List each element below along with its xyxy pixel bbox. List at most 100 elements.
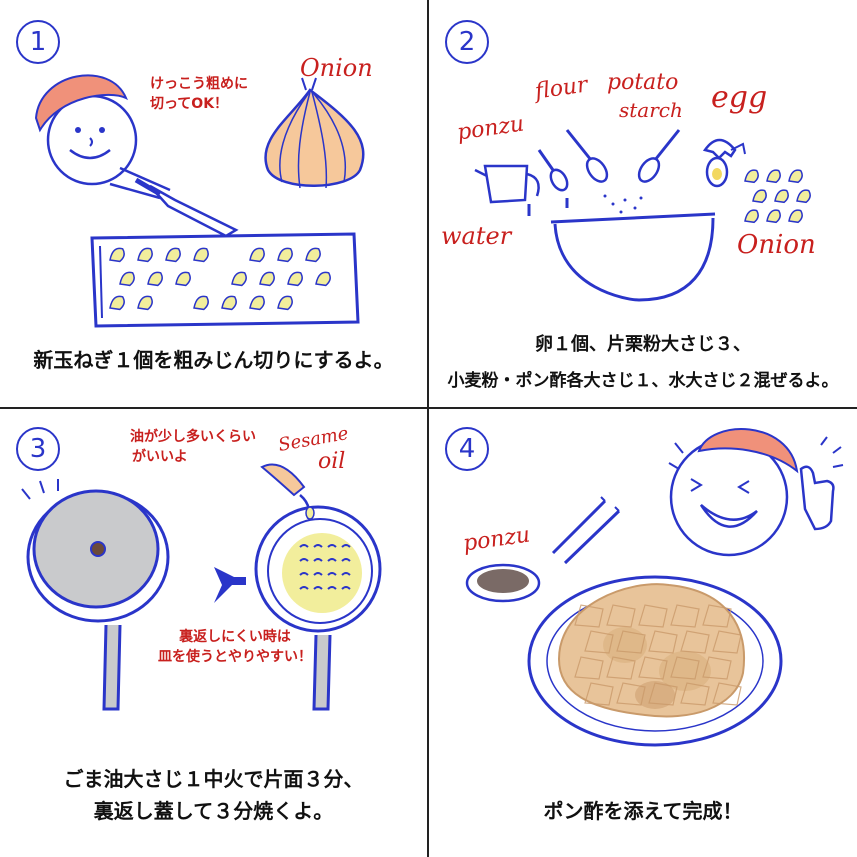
panel-1-illustration (34, 74, 365, 328)
onion-piece (193, 247, 209, 263)
pancake-onion-piece (648, 682, 678, 706)
panel-1-note: けっこう粗めに 切ってOK！ (150, 76, 248, 112)
egg-label: egg (711, 80, 768, 115)
step-number-2: 2 (445, 20, 489, 64)
onion-piece (287, 271, 303, 287)
batter-mark (341, 544, 351, 548)
oil-label: oil (318, 449, 346, 474)
happy-character (668, 428, 844, 557)
panel-4: 4 (429, 409, 857, 857)
onion-piece (277, 295, 293, 311)
step-number-1: 1 (16, 20, 60, 64)
panel-4-caption: ポン酢を添えて完成！ (543, 799, 743, 823)
chopped-onion-pieces (109, 247, 331, 311)
cook-character (34, 74, 171, 200)
batter-mark (341, 572, 351, 576)
starch-label: starch (619, 98, 683, 122)
onion-piece (315, 271, 331, 287)
onion-piece (119, 271, 135, 287)
powder-dot (611, 202, 615, 206)
step-number-4: 4 (445, 427, 489, 471)
egg (702, 138, 746, 188)
horizontal-divider (0, 407, 857, 409)
panel-2: 2 (429, 0, 857, 407)
onion-piece (147, 271, 163, 287)
falling-powder-dots (603, 194, 643, 214)
pancake-onion-piece (638, 656, 668, 680)
pancake-onion-piece (712, 630, 742, 654)
onion-piece (221, 295, 237, 311)
spoon-potato-starch (637, 129, 681, 183)
onion-piece (766, 169, 781, 184)
chopped-onion-pile (744, 169, 811, 224)
lid-pan (21, 479, 170, 711)
panel-3-caption-line-1: ごま油大さじ１中火で片面３分、 (63, 767, 364, 791)
batter-mark (313, 586, 323, 590)
pancake-onion-piece (712, 682, 742, 706)
batter-mark (327, 544, 337, 548)
panel-1-caption: 新玉ねぎ１個を粗みじん切りにするよ。 (33, 348, 394, 372)
batter-mark (341, 586, 351, 590)
onion-piece (109, 295, 125, 311)
batter-mark (327, 586, 337, 590)
pancake-onion-piece (606, 656, 636, 680)
powder-dot (633, 206, 637, 210)
batter-mark (327, 558, 337, 562)
batter-mark (313, 558, 323, 562)
panel-3-note-top: 油が少し多いくらい がいいよ (130, 429, 256, 465)
panel-2-caption-line-2: 小麦粉・ポン酢各大さじ１、水大さじ２混ぜるよ。 (447, 371, 839, 391)
panel-3: 3 (0, 409, 427, 857)
onion-piece (788, 209, 803, 224)
batter-mark (341, 558, 351, 562)
onion-piece (744, 169, 759, 184)
spoon-flour (565, 129, 609, 183)
pancake-onion-piece (606, 604, 636, 628)
panel-1: 1 (0, 0, 427, 407)
powder-dot (603, 194, 607, 198)
onion-piece (277, 247, 293, 263)
pancake-onion-piece (574, 604, 604, 628)
onion-label: Onion (300, 54, 373, 82)
batter-mark (313, 572, 323, 576)
onion-in-batter (299, 544, 351, 590)
water-pitcher (474, 164, 540, 216)
pancake-onion-piece (670, 656, 700, 680)
batter-mark (299, 558, 309, 562)
powder-dot (619, 210, 623, 214)
ponzu-dish (465, 563, 541, 603)
panel-3-caption-line-2: 裏返し蓋して３分焼くよ。 (93, 799, 334, 823)
potato-label: potato (607, 70, 679, 95)
onion-piece (766, 209, 781, 224)
onion-piece (788, 169, 803, 184)
vertical-divider (427, 0, 429, 857)
pancake-onion-piece (574, 656, 604, 680)
panel-2-illustration (474, 129, 811, 302)
batter-mark (313, 544, 323, 548)
onion (264, 77, 365, 189)
onion-piece (137, 247, 153, 263)
onion-piece (249, 295, 265, 311)
onion-piece (109, 247, 125, 263)
batter-mark (299, 586, 309, 590)
batter-mark (299, 544, 309, 548)
pancake-onion-piece (616, 630, 646, 654)
onion-piece (752, 189, 767, 204)
chopsticks (551, 496, 621, 565)
oil-bottle (260, 463, 315, 520)
pancake-onion-piece (702, 656, 732, 680)
onion-piece (193, 295, 209, 311)
pancake-onion-piece (680, 630, 710, 654)
powder-dot (623, 198, 627, 202)
onion-piece (305, 247, 321, 263)
pancake-onion-pattern (574, 604, 742, 706)
pancake-onion-piece (702, 604, 732, 628)
onion-piece (774, 189, 789, 204)
pancake-onion-piece (638, 604, 668, 628)
pancake-onion-piece (584, 682, 614, 706)
onion-piece (175, 271, 191, 287)
spoon-ponzu (537, 149, 569, 208)
batter-mark (327, 572, 337, 576)
mixing-bowl (550, 212, 716, 302)
batter-mark (299, 572, 309, 576)
